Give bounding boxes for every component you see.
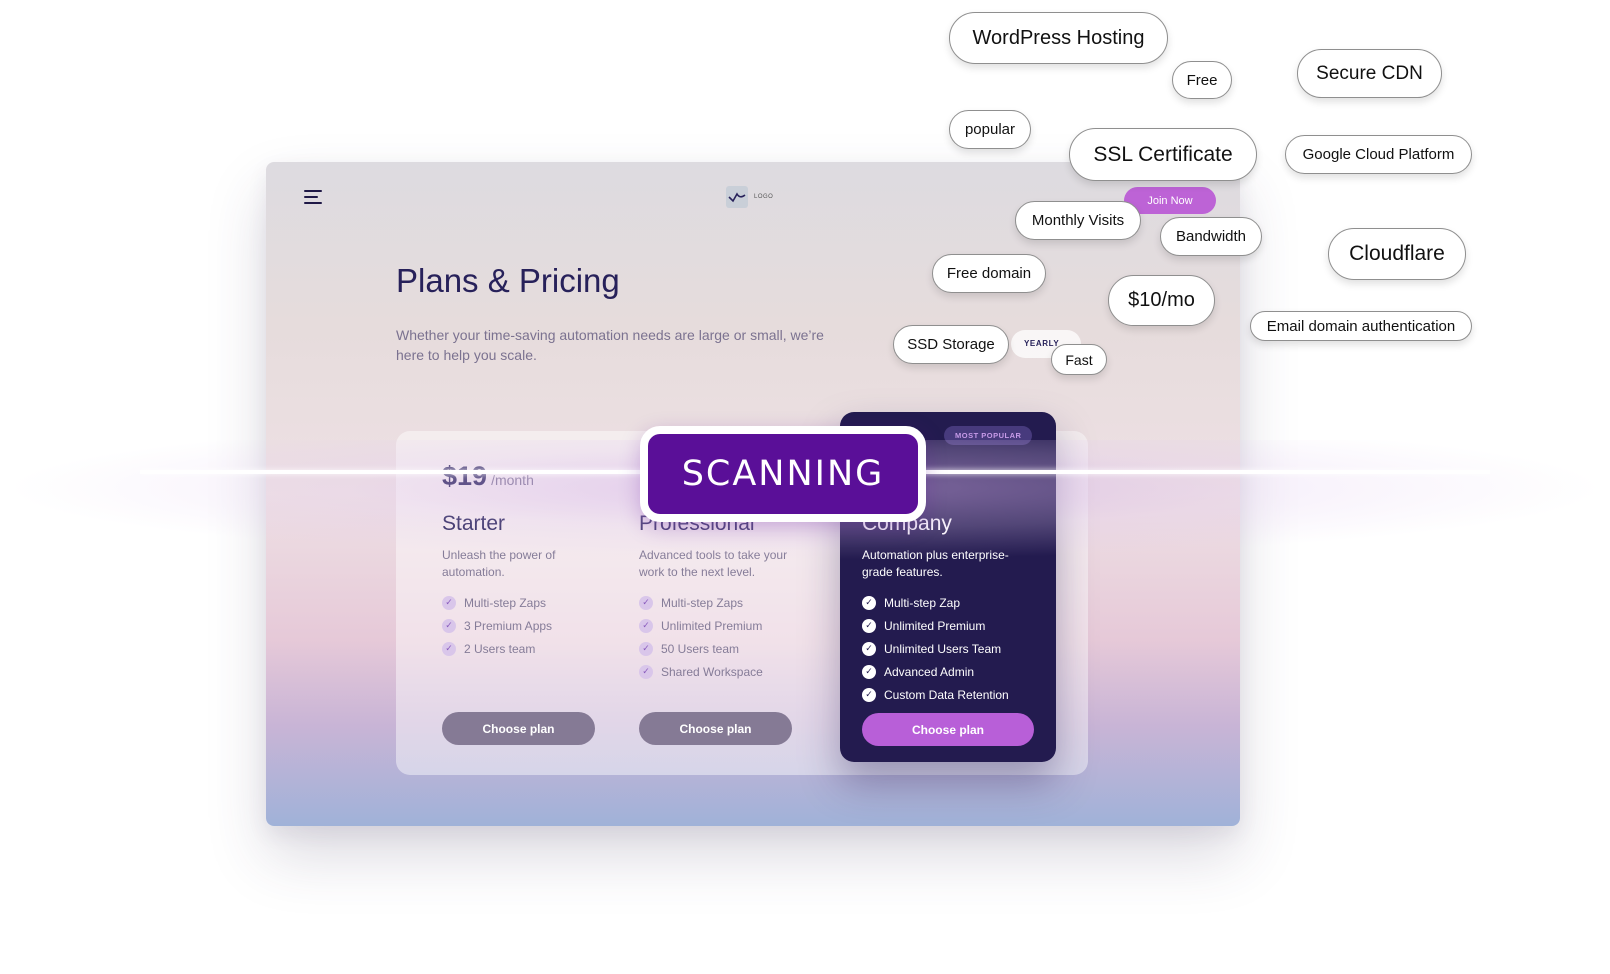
keyword-tag: popular xyxy=(949,110,1031,149)
keyword-tag: SSD Storage xyxy=(893,325,1009,364)
feature-item: ✓ 3 Premium Apps xyxy=(442,614,552,637)
feature-label: Unlimited Premium xyxy=(661,618,763,633)
price-amount: $19 xyxy=(442,461,488,491)
plan-price: $19/month xyxy=(442,461,534,492)
check-icon: ✓ xyxy=(442,618,456,633)
feature-label: Shared Workspace xyxy=(661,664,763,679)
most-popular-badge: MOST POPULAR xyxy=(944,426,1033,445)
choose-plan-button-company[interactable]: Choose plan xyxy=(862,713,1034,746)
check-icon: ✓ xyxy=(862,618,876,633)
logo[interactable]: LOGO xyxy=(726,186,773,208)
feature-label: Multi-step Zaps xyxy=(661,595,744,610)
keyword-tag: Google Cloud Platform xyxy=(1285,135,1472,174)
check-icon: ✓ xyxy=(862,664,876,679)
scanning-badge: SCANNING xyxy=(640,426,926,522)
keyword-tag: Free xyxy=(1172,61,1232,99)
plan-description: Advanced tools to take your work to the … xyxy=(639,548,788,579)
feature-item: ✓ Multi-step Zap xyxy=(862,591,1009,614)
feature-item: ✓ Multi-step Zaps xyxy=(639,591,763,614)
feature-label: 50 Users team xyxy=(661,641,740,656)
feature-item: ✓ Unlimited Premium xyxy=(862,614,1009,637)
price-period: /month xyxy=(491,472,534,488)
feature-list: ✓ Multi-step Zaps ✓ Unlimited Premium ✓ 50 … xyxy=(639,591,763,683)
page-subtitle: Whether your time-saving automation need… xyxy=(396,327,824,363)
feature-label: Multi-step Zap xyxy=(884,595,961,610)
keyword-tag: SSL Certificate xyxy=(1069,128,1257,181)
keyword-tag: Monthly Visits xyxy=(1015,201,1141,240)
check-icon: ✓ xyxy=(862,687,876,702)
feature-label: 3 Premium Apps xyxy=(464,618,553,633)
feature-label: 2 Users team xyxy=(464,641,536,656)
billing-toggle-label: YEARLY xyxy=(1024,339,1060,348)
feature-item: ✓ Shared Workspace xyxy=(639,660,763,683)
keyword-tag: Bandwidth xyxy=(1160,217,1262,256)
page-title: Plans & Pricing xyxy=(396,262,620,299)
keyword-tag: Fast xyxy=(1051,344,1107,375)
feature-item: ✓ Unlimited Premium xyxy=(639,614,763,637)
feature-item: ✓ 2 Users team xyxy=(442,637,552,660)
logo-icon xyxy=(726,186,748,208)
check-icon: ✓ xyxy=(639,641,653,656)
logo-text: LOGO xyxy=(754,194,774,200)
plan-description: Unleash the power of automation. xyxy=(442,548,556,579)
plan-description: Automation plus enterprise-grade feature… xyxy=(862,548,1009,579)
plan-name: Starter xyxy=(442,512,506,535)
feature-item: ✓ Unlimited Users Team xyxy=(862,637,1009,660)
check-icon: ✓ xyxy=(442,595,456,610)
check-icon: ✓ xyxy=(862,595,876,610)
feature-label: Unlimited Premium xyxy=(884,618,986,633)
join-now-button[interactable]: Join Now xyxy=(1124,187,1216,214)
choose-plan-button-starter[interactable]: Choose plan xyxy=(442,712,595,745)
keyword-tag: WordPress Hosting xyxy=(949,12,1168,64)
feature-item: ✓ Advanced Admin xyxy=(862,660,1009,683)
feature-item: ✓ Multi-step Zaps xyxy=(442,591,552,614)
keyword-tag: Cloudflare xyxy=(1328,228,1466,280)
keyword-tag: Free domain xyxy=(932,254,1046,293)
check-icon: ✓ xyxy=(639,618,653,633)
feature-list: ✓ Multi-step Zap ✓ Unlimited Premium ✓ Unli… xyxy=(862,591,1009,706)
feature-item: ✓ 50 Users team xyxy=(639,637,763,660)
feature-label: Advanced Admin xyxy=(884,664,975,679)
feature-item: ✓ Custom Data Retention xyxy=(862,683,1009,706)
feature-list: ✓ Multi-step Zaps ✓ 3 Premium Apps ✓ 2 User… xyxy=(442,591,552,660)
check-icon: ✓ xyxy=(639,664,653,679)
feature-label: Unlimited Users Team xyxy=(884,641,1002,656)
menu-icon[interactable] xyxy=(304,190,322,204)
keyword-tag: Email domain authentication xyxy=(1250,311,1472,341)
choose-plan-button-professional[interactable]: Choose plan xyxy=(639,712,792,745)
keyword-tag: $10/mo xyxy=(1108,275,1215,326)
check-icon: ✓ xyxy=(442,641,456,656)
keyword-tag: Secure CDN xyxy=(1297,49,1442,98)
check-icon: ✓ xyxy=(639,595,653,610)
feature-label: Custom Data Retention xyxy=(884,687,1009,702)
feature-label: Multi-step Zaps xyxy=(464,595,547,610)
check-icon: ✓ xyxy=(862,641,876,656)
